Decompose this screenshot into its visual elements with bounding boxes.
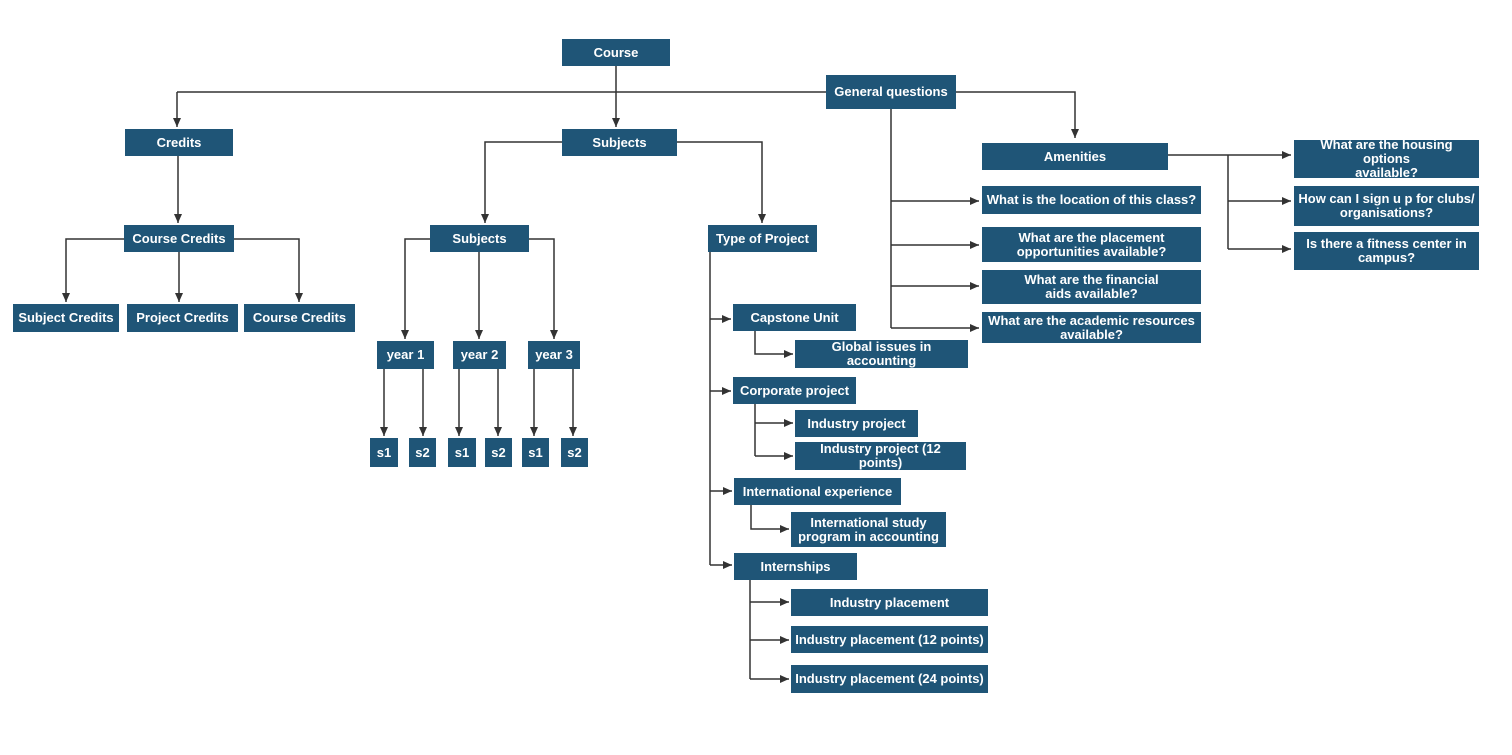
node-project-credits: Project Credits — [127, 304, 238, 332]
node-amenities: Amenities — [982, 143, 1168, 170]
node-course-credits-leaf: Course Credits — [244, 304, 355, 332]
connector-to-amenities — [956, 91, 1079, 138]
node-global-issues: Global issues in accounting — [795, 340, 968, 368]
node-subject-credits: Subject Credits — [13, 304, 119, 332]
node-year2-s2: s2 — [485, 438, 512, 467]
connector-to-year1 — [401, 238, 430, 339]
node-academic-question: What are the academic resources availabl… — [982, 312, 1201, 343]
node-course-credits: Course Credits — [124, 225, 234, 252]
node-general-questions: General questions — [826, 75, 956, 109]
node-placement-question: What are the placement opportunities ava… — [982, 227, 1201, 262]
connector-to-course-credits-2 — [234, 238, 303, 302]
node-housing-question: What are the housing options available? — [1294, 138, 1479, 180]
node-type-of-project: Type of Project — [708, 225, 817, 252]
connector-to-subject-credits — [62, 238, 124, 302]
connector-to-global — [754, 331, 793, 358]
node-year-3: year 3 — [528, 341, 580, 369]
connectors — [62, 66, 1291, 683]
node-industry-project: Industry project — [795, 410, 918, 437]
node-location-question: What is the location of this class? — [982, 186, 1201, 214]
node-credits: Credits — [125, 129, 233, 156]
node-year3-s1: s1 — [522, 438, 549, 467]
node-year-2: year 2 — [453, 341, 506, 369]
node-year3-s2: s2 — [561, 438, 588, 467]
connector-to-subjects-mid — [481, 141, 562, 223]
node-subjects-top: Subjects — [562, 129, 677, 156]
node-clubs-question: How can I sign u p for clubs/ organisati… — [1294, 186, 1479, 226]
node-international-experience: International experience — [734, 478, 901, 505]
node-capstone-unit: Capstone Unit — [733, 304, 856, 331]
node-subjects-mid: Subjects — [430, 225, 529, 252]
node-course: Course — [562, 39, 670, 66]
node-corporate-project: Corporate project — [733, 377, 856, 404]
connector-to-intl-study — [750, 505, 789, 533]
node-year1-s2: s2 — [409, 438, 436, 467]
node-industry-placement-12: Industry placement (12 points) — [791, 626, 988, 653]
node-year-1: year 1 — [377, 341, 434, 369]
node-fitness-question: Is there a fitness center in campus? — [1294, 232, 1479, 270]
node-industry-placement-24: Industry placement (24 points) — [791, 665, 988, 693]
node-financial-question: What are the financial aids available? — [982, 270, 1201, 304]
node-internships: Internships — [734, 553, 857, 580]
node-industry-project-12: Industry project (12 points) — [795, 442, 966, 470]
connector-to-year3 — [529, 238, 558, 339]
connector-to-type-project — [677, 141, 766, 223]
node-industry-placement: Industry placement — [791, 589, 988, 616]
node-international-study: International study program in accountin… — [791, 512, 946, 547]
node-year2-s1: s1 — [448, 438, 476, 467]
node-year1-s1: s1 — [370, 438, 398, 467]
